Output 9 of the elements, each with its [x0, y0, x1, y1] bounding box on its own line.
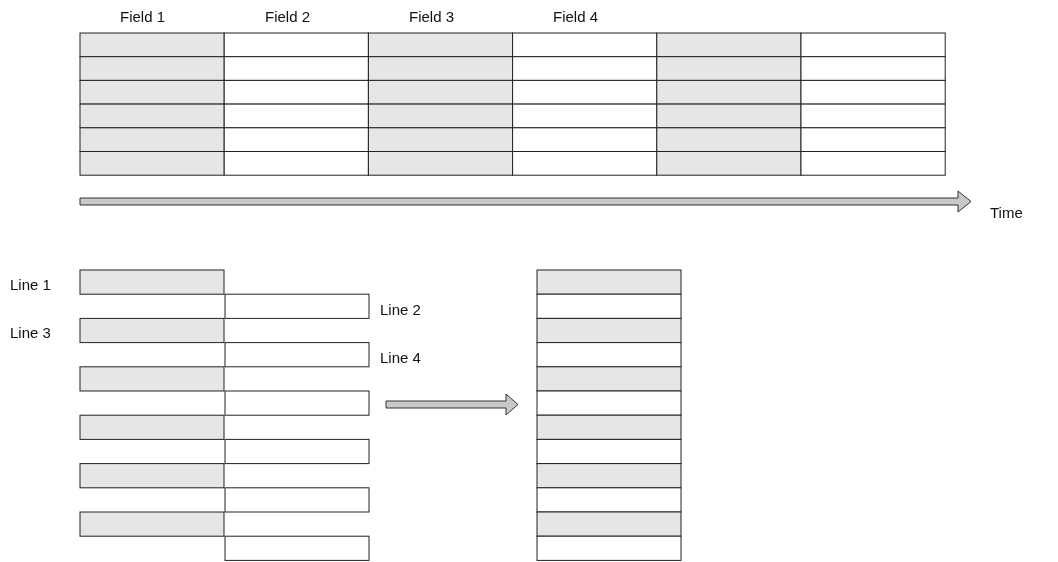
field-label: Field 4 — [553, 8, 599, 26]
line-label: Line 3 — [10, 324, 51, 342]
line-label: Line 2 — [380, 301, 421, 319]
line-label: Line 4 — [380, 349, 421, 367]
axis-label: Time — [990, 204, 1023, 222]
line-label: Line 1 — [10, 276, 51, 294]
field-label: Field 1 — [120, 8, 166, 26]
field-label: Field 3 — [409, 8, 455, 26]
field-label: Field 2 — [265, 8, 311, 26]
